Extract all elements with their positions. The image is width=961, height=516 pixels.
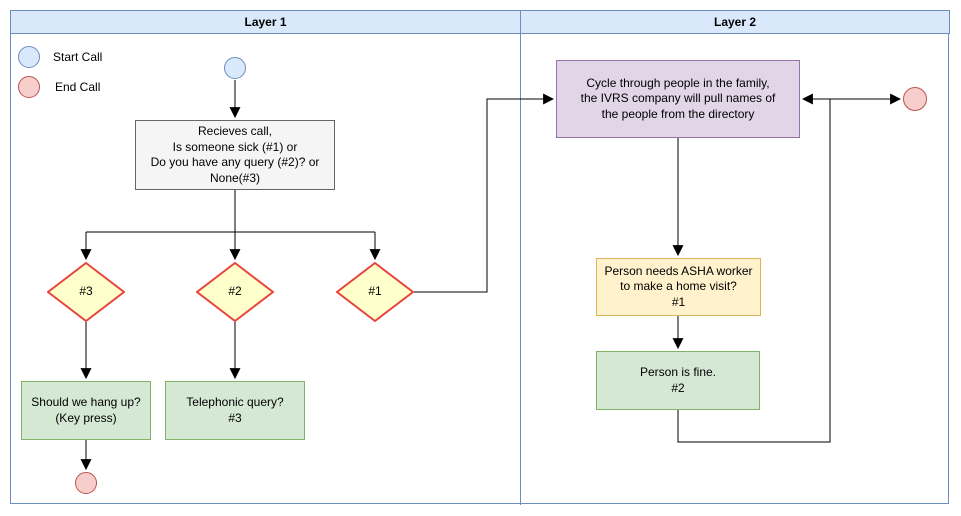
diamond-shape xyxy=(196,262,274,322)
person-fine-node: Person is fine. #2 xyxy=(596,351,760,410)
lane-divider xyxy=(520,33,521,505)
lane-header-layer1: Layer 1 xyxy=(10,10,521,34)
legend-end-call-label: End Call xyxy=(55,80,101,94)
end-call-node-layer2 xyxy=(903,87,927,111)
end-call-node-layer1 xyxy=(75,472,97,494)
receive-call-line: Do you have any query (#2)? or xyxy=(150,155,320,169)
receive-call-line: None(#3) xyxy=(209,170,261,185)
start-call-node xyxy=(224,57,246,79)
asha-visit-line: Person needs ASHA worker xyxy=(604,263,753,278)
lane-title-layer2: Layer 2 xyxy=(713,15,757,29)
person-fine-line: Person is fine. xyxy=(639,365,717,379)
decision-query-label: #2 xyxy=(228,284,242,299)
asha-visit-line: to make a home visit? xyxy=(620,279,737,294)
decision-none-node: #3 xyxy=(47,262,125,322)
cycle-family-line: the IVRS company will pull names of xyxy=(580,91,776,106)
legend-start-call-label: Start Call xyxy=(53,50,103,64)
person-fine-line: #2 xyxy=(671,380,685,395)
receive-call-line: Recieves call, xyxy=(197,124,273,138)
asha-visit-line: #1 xyxy=(671,294,686,309)
cycle-family-line: the people from the directory xyxy=(601,106,755,121)
legend-end-call-icon xyxy=(18,76,40,98)
cycle-family-line: Cycle through people in the family, xyxy=(586,75,770,90)
hang-up-node: Should we hang up? (Key press) xyxy=(21,381,151,440)
lane-title-layer1: Layer 1 xyxy=(244,15,287,29)
telephonic-query-line: Telephonic query? xyxy=(186,395,284,409)
receive-call-node: Recieves call, Is someone sick (#1) or D… xyxy=(135,120,335,190)
telephonic-query-node: Telephonic query? #3 xyxy=(165,381,305,440)
diamond-shape xyxy=(336,262,414,322)
decision-sick-node: #1 xyxy=(336,262,414,322)
hang-up-line: (Key press) xyxy=(55,410,117,425)
asha-visit-node: Person needs ASHA worker to make a home … xyxy=(596,258,761,316)
telephonic-query-line: #3 xyxy=(228,410,242,425)
diamond-shape xyxy=(47,262,125,322)
decision-sick-label: #1 xyxy=(368,284,382,299)
decision-query-node: #2 xyxy=(196,262,274,322)
hang-up-line: Should we hang up? xyxy=(31,395,141,409)
receive-call-line: Is someone sick (#1) or xyxy=(172,139,298,154)
cycle-family-node: Cycle through people in the family, the … xyxy=(556,60,800,138)
decision-none-label: #3 xyxy=(79,284,93,299)
lane-header-layer2: Layer 2 xyxy=(520,10,950,34)
legend-start-call-icon xyxy=(18,46,40,68)
